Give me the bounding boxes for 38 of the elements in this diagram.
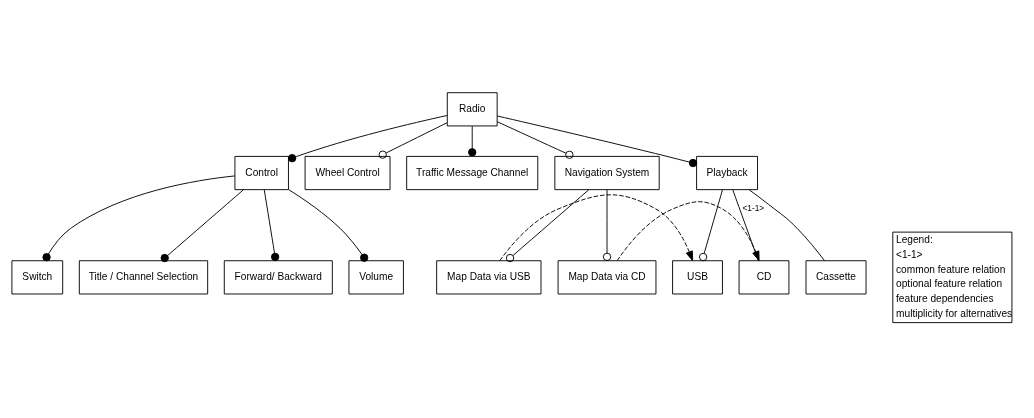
connector — [160, 188, 244, 262]
connector — [378, 121, 448, 159]
node-box: CD — [738, 259, 790, 294]
node-box: Navigation System — [554, 155, 660, 190]
node-box: Traffic Message Channel — [406, 155, 539, 190]
node-box: Radio — [446, 91, 498, 126]
connector — [698, 189, 723, 261]
edge-label: <1-1> — [742, 202, 765, 213]
arrow — [616, 200, 760, 261]
node-box: Wheel Control — [304, 155, 391, 190]
label: <1-1> — [896, 248, 923, 260]
connector — [42, 174, 236, 261]
legend-label: optional feature relation — [896, 277, 1003, 289]
connector — [602, 189, 612, 261]
arrow — [499, 193, 694, 261]
node-box: Cassette — [805, 259, 867, 294]
node-box: Volume — [348, 259, 404, 294]
node-box: Switch — [11, 259, 64, 294]
node-box: Forward/ Backward — [223, 259, 333, 294]
connector — [496, 120, 574, 159]
connector — [732, 189, 759, 261]
node-box: Control — [234, 155, 289, 190]
legend-label: feature dependencies — [896, 292, 994, 304]
connector — [288, 188, 369, 262]
connector — [748, 188, 825, 261]
connector — [496, 115, 698, 167]
node-box: Playback — [696, 155, 758, 190]
connector — [263, 189, 280, 261]
connector — [468, 125, 477, 156]
node-box: Map Data via USB — [436, 259, 542, 294]
node-box: Map Data via CD — [557, 259, 657, 294]
node-box: USB — [672, 259, 723, 294]
connector — [288, 114, 448, 162]
legend-label: common feature relation — [896, 263, 1006, 275]
legend-label: multiplicity for alternatives — [896, 307, 1013, 319]
node-box: Title / Channel Selection — [78, 259, 209, 294]
label: Legend: — [896, 233, 933, 245]
connector — [505, 188, 590, 262]
